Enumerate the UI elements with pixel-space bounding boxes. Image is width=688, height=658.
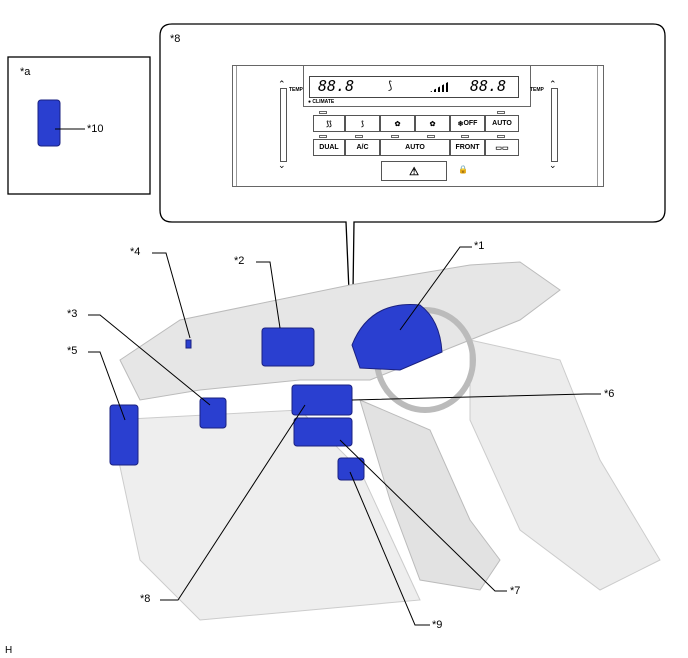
left-temp-readout: 88.8 [318, 77, 355, 95]
label-1: *1 [474, 240, 485, 252]
component-2 [261, 327, 315, 367]
display: 88.8 88.8 ⟆ [309, 76, 519, 98]
label-10: *10 [87, 123, 104, 135]
temp-label-right: TEMP [530, 87, 544, 93]
temp-label-left: TEMP [289, 87, 303, 93]
temp-slider-right[interactable]: ⌃⌄ [549, 79, 558, 170]
figure-code: H [5, 645, 13, 656]
right-side [469, 339, 661, 591]
label-2: *2 [234, 255, 245, 267]
fan-level-icon [430, 82, 448, 92]
button-fan-down[interactable]: ✿ [380, 115, 415, 132]
button-front-defog[interactable]: FRONT [450, 139, 485, 156]
fan-off-icon: ❄ [457, 120, 464, 128]
off-label: OFF [463, 120, 478, 127]
right-temp-readout: 88.8 [470, 77, 507, 95]
label-8-top: *8 [170, 33, 181, 45]
label-4: *4 [130, 246, 141, 258]
label-a: *a [20, 66, 31, 78]
button-mode-2[interactable]: ⟆ [345, 115, 380, 132]
label-7: *7 [510, 585, 521, 597]
component-3 [199, 397, 227, 429]
button-rear-defog[interactable]: ▭▭ [485, 139, 519, 156]
button-fan-up[interactable]: ✿ [415, 115, 450, 132]
label-3: *3 [67, 308, 78, 320]
lock-icon: 🔒 [458, 165, 468, 174]
button-dual[interactable]: DUAL [313, 139, 345, 156]
center-console [359, 399, 501, 591]
button-off[interactable]: ❄OFF [450, 115, 485, 132]
component-10 [37, 99, 61, 147]
label-6: *6 [604, 388, 615, 400]
display-housing [303, 66, 531, 107]
label-5: *5 [67, 345, 78, 357]
airflow-icon: ⟆ [388, 80, 393, 92]
inset-frame [7, 56, 151, 195]
component-1 [351, 304, 443, 371]
dashboard [119, 261, 561, 401]
label-8-bottom: *8 [140, 593, 151, 605]
temp-slider-left[interactable]: ⌃⌄ [278, 79, 287, 170]
button-mode-1[interactable]: ⟆⟆ [313, 115, 345, 132]
component-4 [185, 339, 192, 349]
label-9: *9 [432, 619, 443, 631]
component-7 [293, 417, 353, 447]
component-5 [109, 404, 139, 466]
button-auto[interactable]: AUTO [485, 115, 519, 132]
display-brand: ● CLIMATE [308, 99, 335, 105]
button-recirc-auto[interactable]: AUTO [380, 139, 450, 156]
hazard-button[interactable]: ⚠ [381, 161, 447, 181]
component-9 [337, 457, 365, 481]
climate-control-panel: 88.8 88.8 ⟆ ● CLIMATE TEMP TEMP ⌃⌄ ⌃⌄ ⟆⟆… [232, 65, 604, 187]
button-ac[interactable]: A/C [345, 139, 380, 156]
